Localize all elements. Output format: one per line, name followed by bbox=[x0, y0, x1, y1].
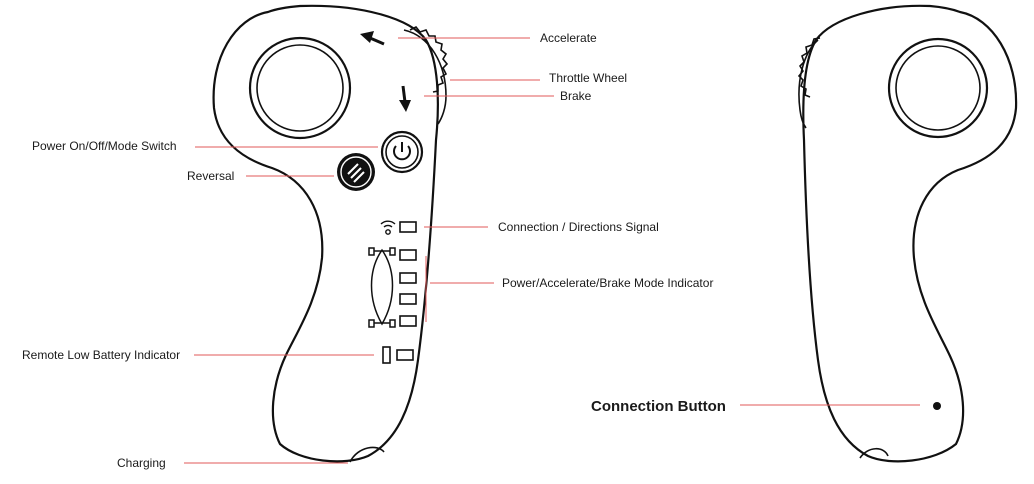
accelerate-arrow-icon bbox=[360, 31, 385, 46]
label-reversal: Reversal bbox=[187, 169, 234, 183]
charging-port-back bbox=[859, 447, 889, 459]
mode-led bbox=[399, 315, 417, 327]
label-power-switch: Power On/Off/Mode Switch bbox=[32, 139, 177, 153]
thumb-pad-outer bbox=[248, 36, 352, 140]
throttle-wheel-back-ridges bbox=[797, 37, 821, 98]
label-connection-signal: Connection / Directions Signal bbox=[498, 220, 659, 234]
power-icon bbox=[393, 145, 411, 161]
mode-led bbox=[399, 249, 417, 261]
remote-front-view bbox=[212, 4, 449, 463]
reversal-button[interactable] bbox=[337, 153, 375, 191]
skateboard-icon bbox=[368, 247, 396, 328]
label-low-battery: Remote Low Battery Indicator bbox=[22, 348, 180, 362]
charging-port bbox=[349, 446, 385, 463]
mode-led bbox=[399, 272, 417, 284]
low-battery-led bbox=[396, 349, 414, 361]
label-charging: Charging bbox=[117, 456, 166, 470]
labels: Accelerate Throttle Wheel Brake Power On… bbox=[22, 31, 726, 470]
mode-indicator-leds bbox=[399, 249, 417, 327]
throttle-wheel-back bbox=[798, 39, 819, 129]
leader-lines bbox=[184, 37, 920, 464]
connection-signal-led bbox=[399, 221, 417, 233]
mode-led bbox=[399, 293, 417, 305]
thumb-pad-back-outer bbox=[887, 37, 989, 139]
remote-back-view bbox=[797, 4, 1018, 463]
label-connection-button: Connection Button bbox=[591, 398, 726, 415]
battery-icon bbox=[382, 346, 391, 364]
connection-button-dot[interactable] bbox=[933, 402, 941, 410]
wifi-signal-icon bbox=[380, 220, 396, 235]
power-button[interactable] bbox=[380, 130, 424, 174]
thumb-pad-inner bbox=[256, 44, 344, 132]
throttle-wheel-ridges bbox=[409, 25, 449, 93]
label-accelerate: Accelerate bbox=[540, 31, 597, 45]
label-mode-indicator: Power/Accelerate/Brake Mode Indicator bbox=[502, 276, 713, 290]
label-brake: Brake bbox=[560, 89, 592, 103]
brake-arrow-icon bbox=[399, 85, 411, 112]
reversal-icon bbox=[347, 163, 365, 183]
thumb-pad-back-inner bbox=[895, 45, 981, 131]
label-throttle-wheel: Throttle Wheel bbox=[549, 71, 627, 85]
